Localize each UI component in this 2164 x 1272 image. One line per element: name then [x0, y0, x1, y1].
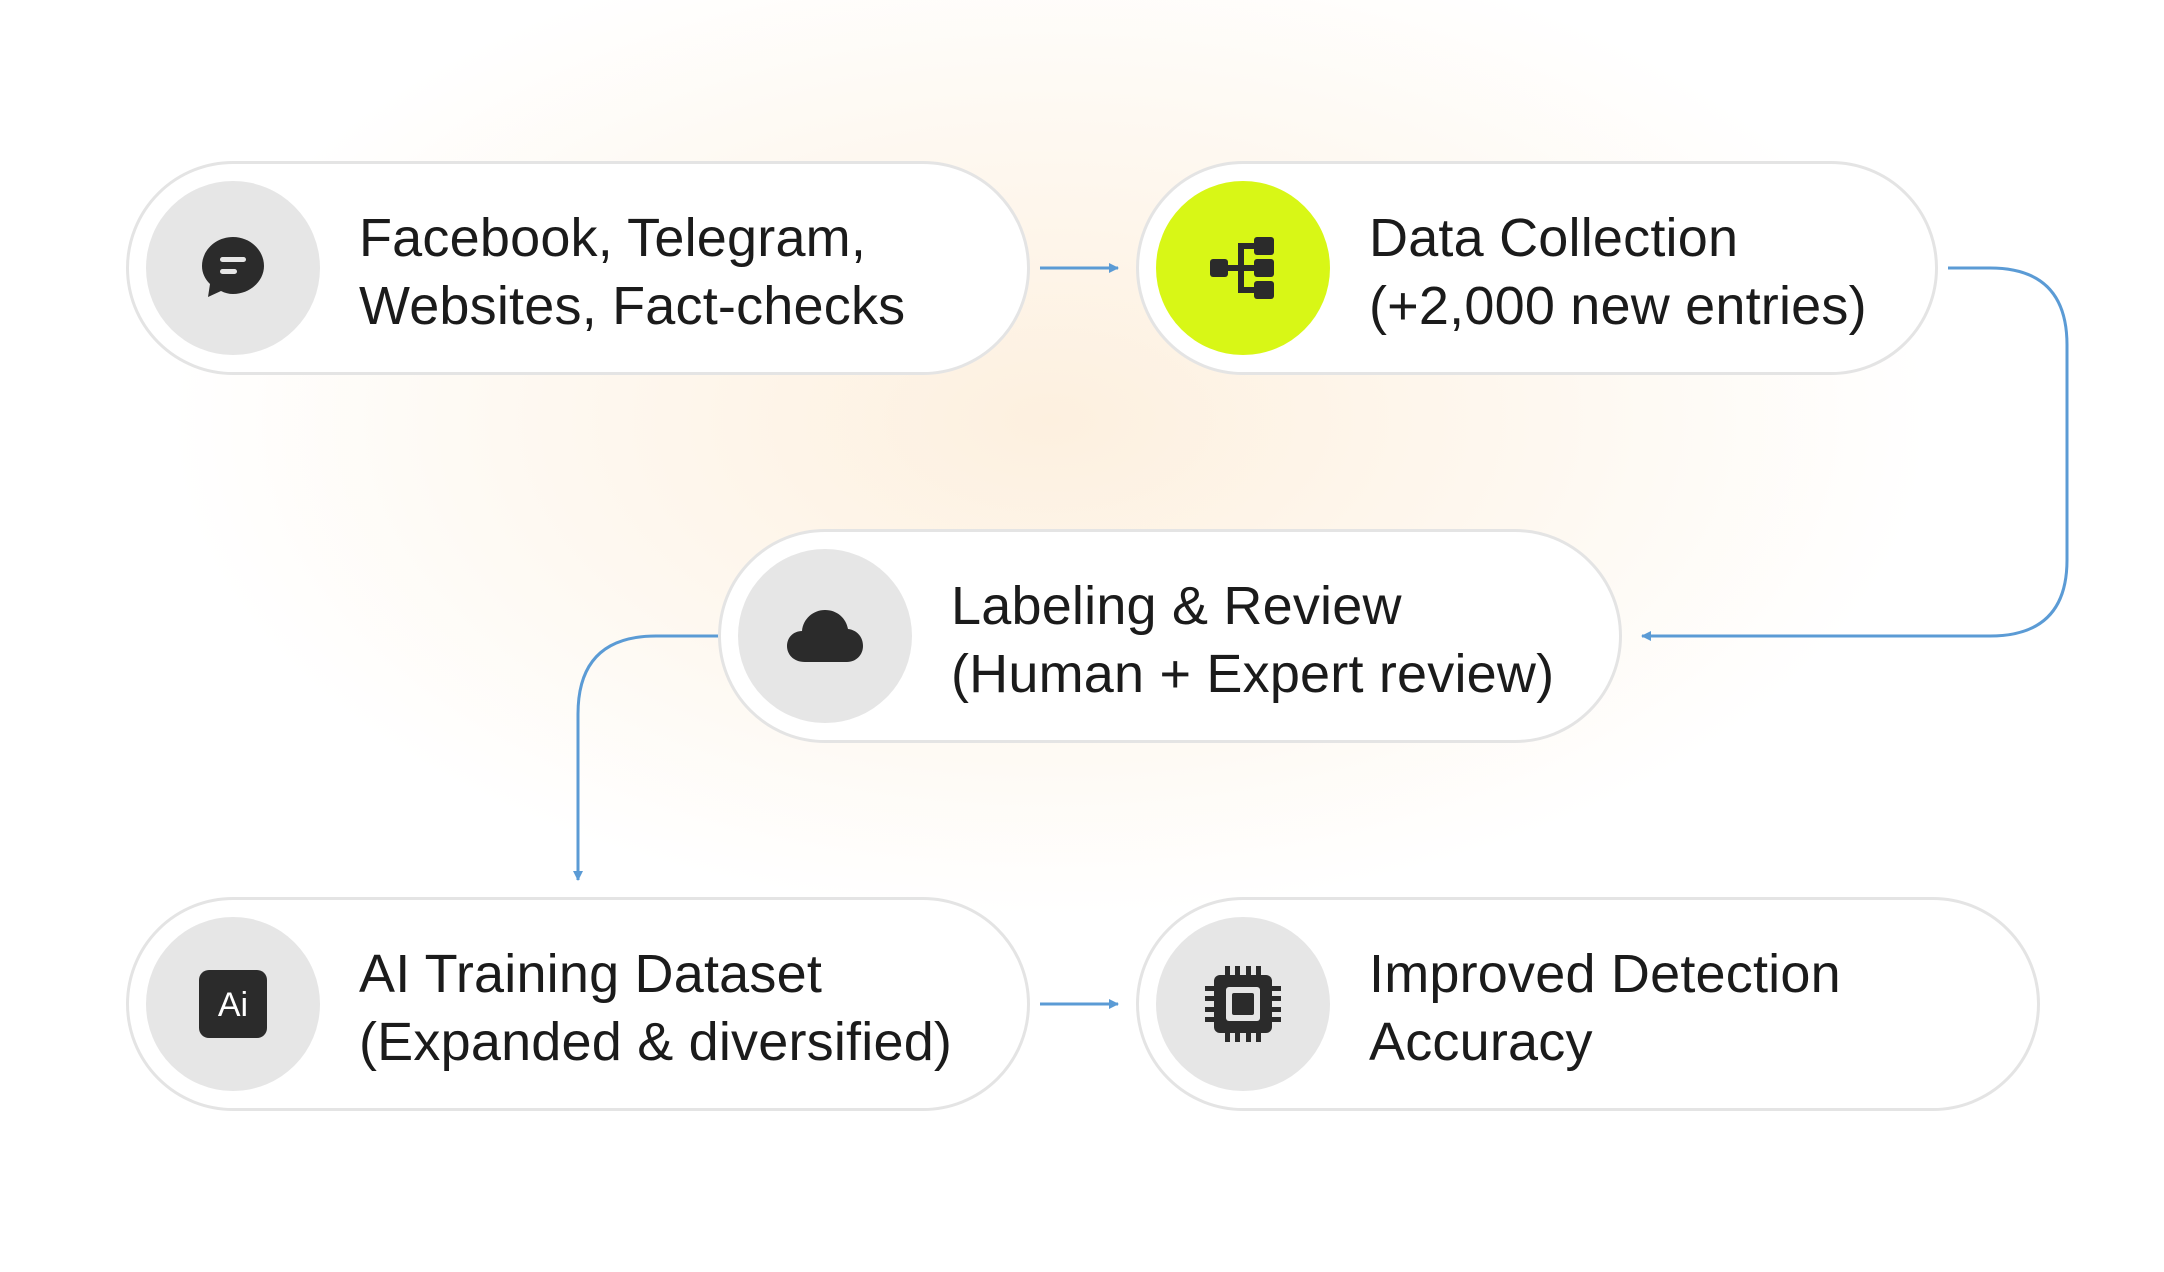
- cpu-chip-icon: [1205, 966, 1281, 1042]
- collection-icon-circle: [1156, 181, 1330, 355]
- accuracy-icon-circle: [1156, 917, 1330, 1091]
- dataset-label-line2: (Expanded & diversified): [359, 1012, 953, 1072]
- cloud-icon: [787, 610, 863, 662]
- node-ai-training-dataset: Ai AI Training Dataset (Expanded & diver…: [126, 897, 1030, 1111]
- collection-label-line2: (+2,000 new entries): [1369, 276, 1867, 336]
- labeling-label-line1: Labeling & Review: [951, 576, 1402, 636]
- node-improved-accuracy: Improved Detection Accuracy: [1136, 897, 2040, 1111]
- labeling-icon-circle: [738, 549, 912, 723]
- arrow-labeling-to-dataset: [573, 634, 728, 881]
- accuracy-label: Improved Detection Accuracy: [1369, 940, 1997, 1076]
- dataset-label: AI Training Dataset (Expanded & diversif…: [359, 940, 987, 1076]
- dataset-icon-circle: Ai: [146, 917, 320, 1091]
- sources-label: Facebook, Telegram, Websites, Fact-check…: [359, 204, 987, 340]
- accuracy-label-line2: Accuracy: [1369, 1012, 1593, 1072]
- sources-label-line2: Websites, Fact-checks: [359, 276, 906, 336]
- svg-text:Ai: Ai: [218, 986, 248, 1024]
- node-labeling-review: Labeling & Review (Human + Expert review…: [718, 529, 1622, 743]
- labeling-label: Labeling & Review (Human + Expert review…: [951, 572, 1579, 708]
- arrow-collection-to-labeling: [1641, 266, 2069, 641]
- node-sources: Facebook, Telegram, Websites, Fact-check…: [126, 161, 1030, 375]
- labeling-label-line2: (Human + Expert review): [951, 644, 1555, 704]
- ai-icon: Ai: [199, 970, 267, 1038]
- node-data-collection: Data Collection (+2,000 new entries): [1136, 161, 1938, 375]
- sources-icon-circle: [146, 181, 320, 355]
- accuracy-label-line1: Improved Detection: [1369, 944, 1841, 1004]
- hierarchy-icon: [1210, 237, 1274, 299]
- dataset-label-line1: AI Training Dataset: [359, 944, 823, 1004]
- collection-label-line1: Data Collection: [1369, 208, 1739, 268]
- sources-label-line1: Facebook, Telegram,: [359, 208, 867, 268]
- chat-bubble-icon: [202, 237, 264, 297]
- collection-label: Data Collection (+2,000 new entries): [1369, 204, 1895, 340]
